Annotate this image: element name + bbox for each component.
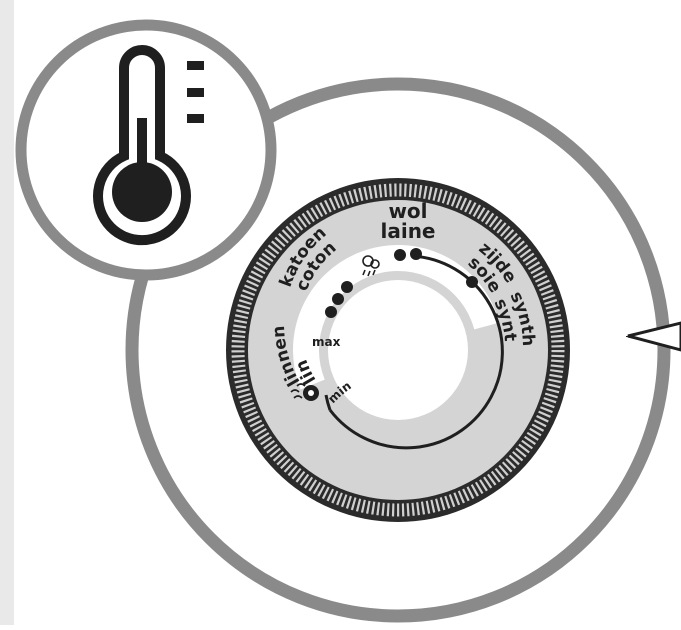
setting-dots: [325, 248, 478, 318]
scale-arc: [328, 254, 504, 450]
thermometer-icon: [93, 45, 204, 246]
steam-shot-icon: [290, 383, 319, 401]
steam-icon: [362, 255, 380, 277]
label-wool-nl: wol: [388, 199, 427, 223]
dial-center: [328, 280, 468, 420]
label-max: max: [312, 335, 341, 349]
dial-pointer-icon: [626, 321, 681, 352]
label-wool-fr: laine: [380, 219, 435, 243]
temperature-dial: [226, 178, 570, 522]
